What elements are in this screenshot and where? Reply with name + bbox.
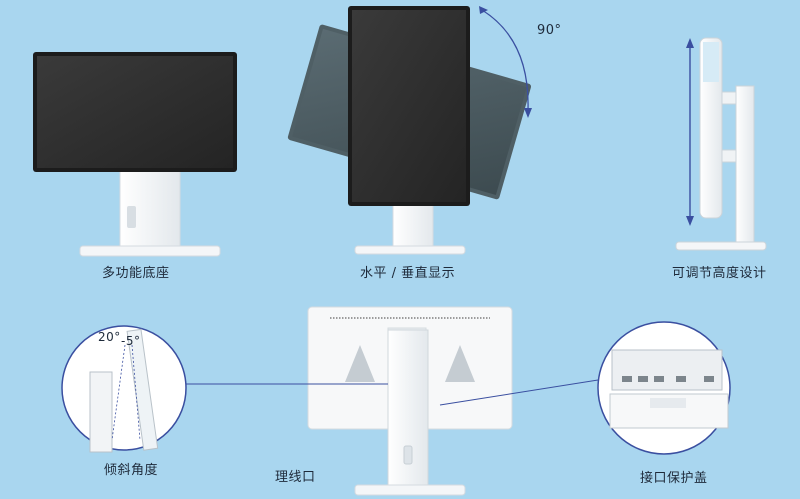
stand-base <box>79 245 221 257</box>
caption-tilt: 倾斜角度 <box>104 463 159 478</box>
tilt-forward-angle: 20° <box>98 330 121 344</box>
tilt-back-angle: -5° <box>121 334 141 348</box>
monitor-side-height <box>675 37 767 251</box>
port-cover-callout <box>439 321 731 455</box>
screen <box>37 56 233 168</box>
tilt-callout <box>61 325 388 453</box>
rotation-angle-label: 90° <box>537 23 562 38</box>
caption-cover: 接口保护盖 <box>640 471 708 486</box>
caption-cable: 理线口 <box>275 470 316 485</box>
cable-hole <box>403 445 413 465</box>
monitor-back <box>307 306 513 496</box>
rotate-arrow <box>481 9 529 111</box>
monitor-rotation <box>287 6 532 255</box>
monitor-landscape <box>33 52 237 257</box>
caption-rotate: 水平 / 垂直显示 <box>360 266 456 281</box>
caption-stand: 多功能底座 <box>102 266 170 281</box>
caption-height: 可调节高度设计 <box>672 266 767 281</box>
